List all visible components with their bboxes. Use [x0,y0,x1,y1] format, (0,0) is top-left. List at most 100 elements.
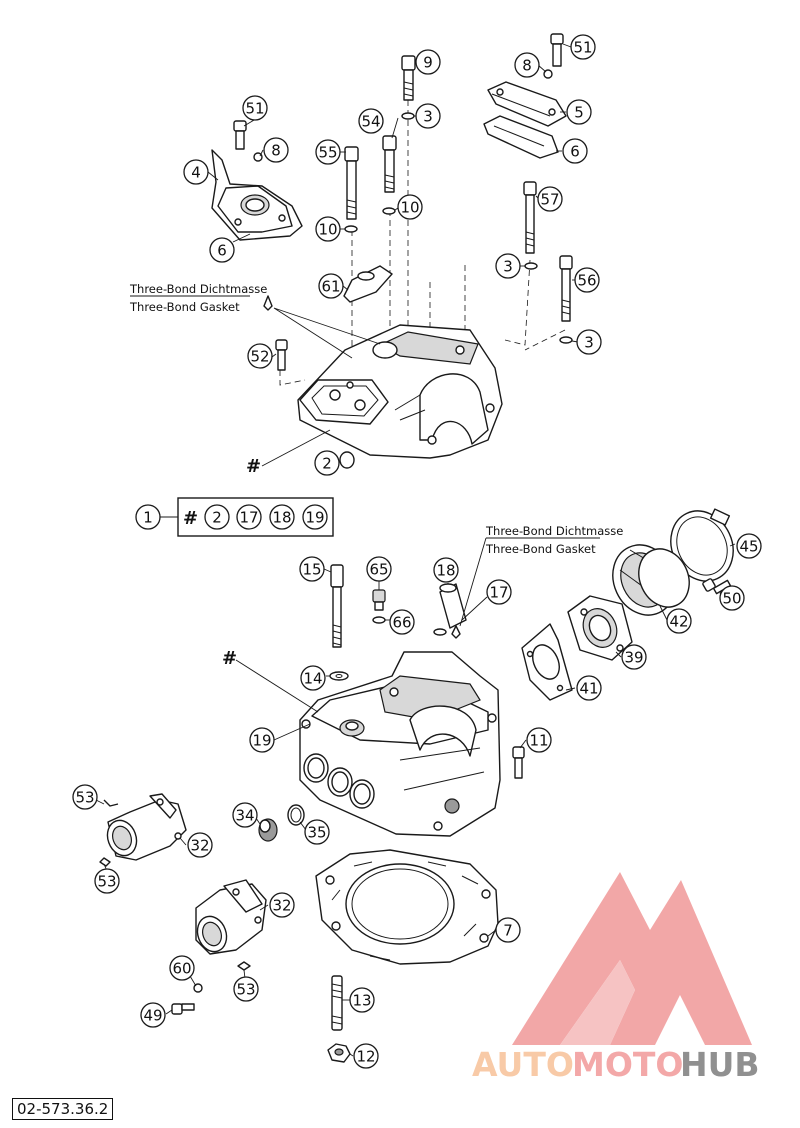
callout-c51b: 51 [570,34,596,60]
callout-label: 19 [305,509,324,527]
washer-10-right [382,207,396,215]
callout-circle [566,99,592,125]
bolt-57 [523,181,537,254]
callout-label: 5 [574,104,584,122]
callout-c42: 42 [666,608,692,634]
callout-circle [318,273,344,299]
callout-label: 13 [352,992,371,1010]
callout-circle [299,556,325,582]
callout-circle [304,819,330,845]
callout-label: 6 [570,143,580,161]
callout-c39: 39 [621,644,647,670]
callout-c53b: 53 [94,868,120,894]
callout-circle [233,976,259,1002]
callout-circle [576,329,602,355]
watermark-text-moto: MOTO [572,1045,683,1084]
intake-manifold-32-upper [106,793,187,861]
callout-circle [236,504,262,530]
callout-c6a: 6 [209,237,235,263]
bolt-54 [382,135,397,193]
bolt-52 [275,339,288,371]
callout-c3a: 3 [415,103,441,129]
callout-label: 61 [321,278,340,296]
callout-circle [570,34,596,60]
callout-label: 32 [272,897,291,915]
callout-c55: 55 [315,139,341,165]
callout-c3c: 3 [576,329,602,355]
callout-label: 55 [318,144,337,162]
flange-39 [567,595,633,661]
callout-c41: 41 [576,675,602,701]
callout-c32a: 32 [187,832,213,858]
callout-k2: 2 [204,504,230,530]
callout-label: 19 [252,732,271,750]
callout-circle [263,137,289,163]
callout-circle [562,138,588,164]
callout-label: 3 [584,334,594,352]
callout-label: 14 [303,670,322,688]
bolt-9 [401,55,416,101]
oring-17 [433,628,447,636]
callout-k17: 17 [236,504,262,530]
callout-label: 39 [624,649,643,667]
callout-label: 49 [143,1007,162,1025]
callout-label: 6 [217,242,227,260]
callout-label: 51 [573,39,592,57]
callout-label: 50 [722,590,741,608]
callout-label: 17 [239,509,258,527]
callout-c57: 57 [537,186,563,212]
callout-label: 54 [361,113,380,131]
callout-c34: 34 [232,802,258,828]
washer-3-mid [524,262,538,270]
callout-circle [666,608,692,634]
callout-c50: 50 [719,585,745,611]
dowel-2 [339,451,355,469]
callout-label: 1 [143,509,153,527]
seal-66 [372,616,386,624]
callout-label: 51 [245,100,264,118]
callout-circle [269,892,295,918]
callout-label: 35 [307,824,326,842]
callout-c56: 56 [574,267,600,293]
callout-circle [269,504,295,530]
callout-circle [366,556,392,582]
callout-c12: 12 [353,1043,379,1069]
callout-label: 2 [212,509,222,527]
intake-rubber-42 [612,544,690,616]
callout-circle [315,139,341,165]
callout-c18: 18 [433,557,459,583]
gasket-6-right [483,115,559,159]
note-top-de: Three-Bond Dichtmasse [129,282,267,296]
callout-label: 10 [400,199,419,217]
plug-65 [372,589,386,611]
callout-circle [526,727,552,753]
callout-circle [719,585,745,611]
callout-circle [389,609,415,635]
callout-c53a: 53 [72,784,98,810]
callout-circle [135,504,161,530]
callout-circle [187,832,213,858]
callout-c3b: 3 [495,253,521,279]
callout-c10a: 10 [315,216,341,242]
callout-label: 52 [250,348,269,366]
note-top-en: Three-Bond Gasket [129,300,240,314]
stud-15 [330,564,344,648]
callout-label: 11 [529,732,548,750]
callout-label: 66 [392,614,411,632]
screw-53-c [237,961,251,971]
callout-c8b: 8 [514,52,540,78]
drawing-code: 02-573.36.2 [12,1098,114,1120]
callout-label: 53 [236,981,255,999]
callout-label: 8 [522,57,532,75]
callout-circle [397,194,423,220]
callout-circle [169,955,195,981]
note-mid-de: Three-Bond Dichtmasse [485,524,623,538]
callout-c10b: 10 [397,194,423,220]
callout-c66: 66 [389,609,415,635]
callout-circle [183,159,209,185]
callout-k18: 18 [269,504,295,530]
thermostat-cover-4 [211,149,303,241]
callout-c45: 45 [736,533,762,559]
screw-60-49 [171,983,203,1015]
callout-label: 3 [503,258,513,276]
